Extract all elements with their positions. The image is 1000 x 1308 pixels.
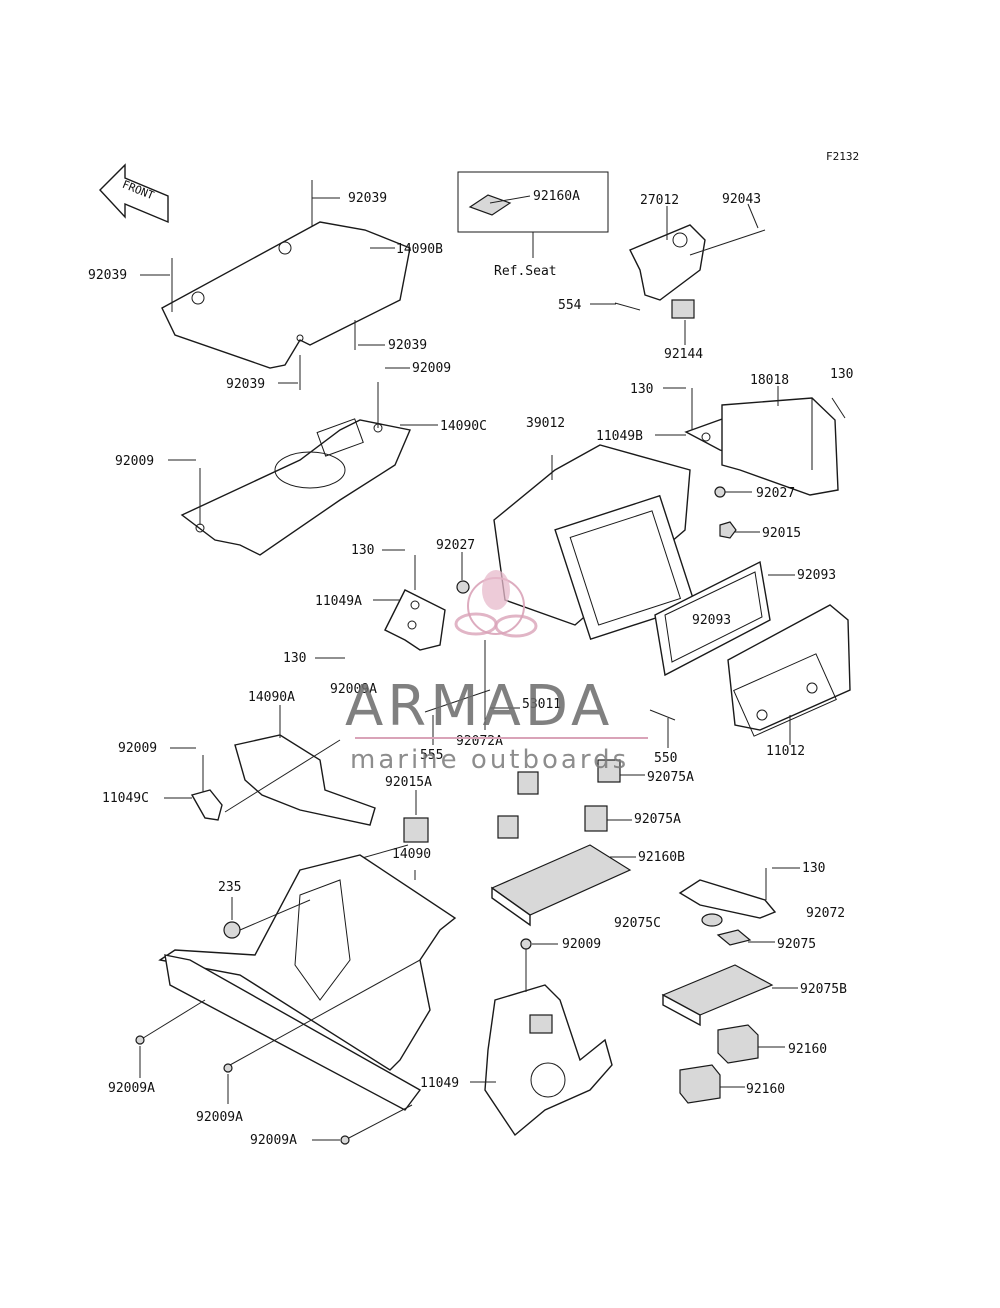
label-92075A-lower: 92075A (634, 812, 681, 827)
diagram-code: F2132 (826, 150, 859, 163)
label-11049A: 11049A (315, 594, 362, 609)
label-27012: 27012 (640, 193, 679, 208)
label-18018: 18018 (750, 373, 789, 388)
ref-seat-box: Ref.Seat (457, 171, 609, 279)
watermark-logo: ARMADA marine outboards (345, 570, 648, 775)
label-92160A-ref: 92160A (533, 189, 580, 204)
label-92039-bottom: 92039 (226, 377, 265, 392)
block-92160-lower (679, 1064, 745, 1104)
label-92075: 92075 (777, 937, 816, 952)
label-14090B: 14090B (396, 242, 443, 257)
label-92009A-bottom: 92009A (250, 1133, 297, 1148)
label-554: 554 (558, 298, 582, 313)
label-92009A-center-lower: 92009A (196, 1110, 243, 1125)
bolt-235-icon (223, 921, 241, 939)
tray-11012 (727, 604, 851, 745)
label-92160-upper: 92160 (788, 1042, 827, 1057)
label-92039-left: 92039 (88, 268, 127, 283)
cover-14090B (161, 180, 411, 390)
label-92160-lower: 92160 (746, 1082, 785, 1097)
label-235: 235 (218, 880, 241, 895)
label-92009-14090A: 92009 (118, 741, 157, 756)
label-555: 555 (420, 748, 443, 763)
label-130-lower: 130 (283, 651, 306, 666)
front-arrow-icon: FRONT (99, 163, 169, 224)
label-550: 550 (654, 751, 677, 766)
label-92075A-upper: 92075A (647, 770, 694, 785)
cover-14090C (180, 382, 411, 556)
nut-92015-icon (719, 521, 737, 539)
label-92015: 92015 (762, 526, 801, 541)
block-92075A-3 (497, 815, 519, 839)
bolt-92009A-bottom-icon (340, 1135, 350, 1145)
washer-92027-a-icon (714, 486, 726, 498)
pin-555-line (424, 689, 491, 713)
block-92075A-4 (584, 805, 608, 832)
label-92027-center: 92027 (436, 538, 475, 553)
bracket-92072 (678, 868, 777, 946)
label-92075C: 92075C (614, 916, 661, 931)
label-11012: 11012 (766, 744, 805, 759)
storage-box-39012 (493, 444, 697, 641)
label-130-top: 130 (630, 382, 653, 397)
bracket-11049C (190, 755, 223, 821)
label-11049B: 11049B (596, 429, 643, 444)
pin-550-line (649, 709, 676, 721)
panel-18018 (721, 397, 846, 496)
gasket-92093 (654, 560, 771, 677)
block-92160-upper (717, 1024, 785, 1064)
label-92160B: 92160B (638, 850, 685, 865)
watermark-subtitle: marine outboards (350, 745, 629, 775)
mat-11049 (484, 948, 613, 1137)
label-14090: 14090 (392, 847, 431, 862)
label-92009A-left: 92009A (108, 1081, 155, 1096)
ref-seat-label: Ref.Seat (494, 264, 557, 279)
hinge-27012 (614, 224, 766, 319)
label-14090C: 14090C (440, 419, 487, 434)
label-130-right: 130 (830, 367, 853, 382)
label-53011: 53011 (522, 697, 561, 712)
label-92072: 92072 (806, 906, 845, 921)
fender-14090 (139, 854, 457, 1141)
label-11049: 11049 (420, 1076, 459, 1091)
label-92039-top: 92039 (348, 191, 387, 206)
label-92027-right: 92027 (756, 486, 795, 501)
label-130-bracket: 130 (802, 861, 825, 876)
pad-92160B (490, 844, 632, 927)
label-92093-inner: 92093 (692, 613, 731, 628)
bolt-92009A-center-icon (223, 1063, 233, 1073)
label-92009A-center: 92009A (330, 682, 377, 697)
bolt-92009A-left-icon (135, 1035, 145, 1045)
label-92009-mat: 92009 (562, 937, 601, 952)
label-39012: 39012 (526, 416, 565, 431)
label-92015A: 92015A (385, 775, 432, 790)
label-14090A: 14090A (248, 690, 295, 705)
watermark-title: ARMADA (345, 674, 613, 739)
label-92093-outer: 92093 (797, 568, 836, 583)
label-92009-14090C: 92009 (412, 361, 451, 376)
block-92075A-2 (597, 759, 621, 783)
collar-92015A (354, 790, 429, 861)
bolt-92009-mat-icon (520, 938, 532, 950)
pad-92075B (661, 964, 774, 1027)
cover-14090A (224, 705, 376, 826)
label-92144: 92144 (664, 347, 703, 362)
block-92075A-1 (517, 771, 539, 795)
label-92043: 92043 (722, 192, 761, 207)
label-92039-right: 92039 (388, 338, 427, 353)
label-130-center: 130 (351, 543, 374, 558)
label-11049C: 11049C (102, 791, 149, 806)
propeller-logo-icon (454, 570, 538, 638)
label-92075B: 92075B (800, 982, 847, 997)
label-92009-left: 92009 (115, 454, 154, 469)
bracket-11049A (384, 555, 470, 651)
